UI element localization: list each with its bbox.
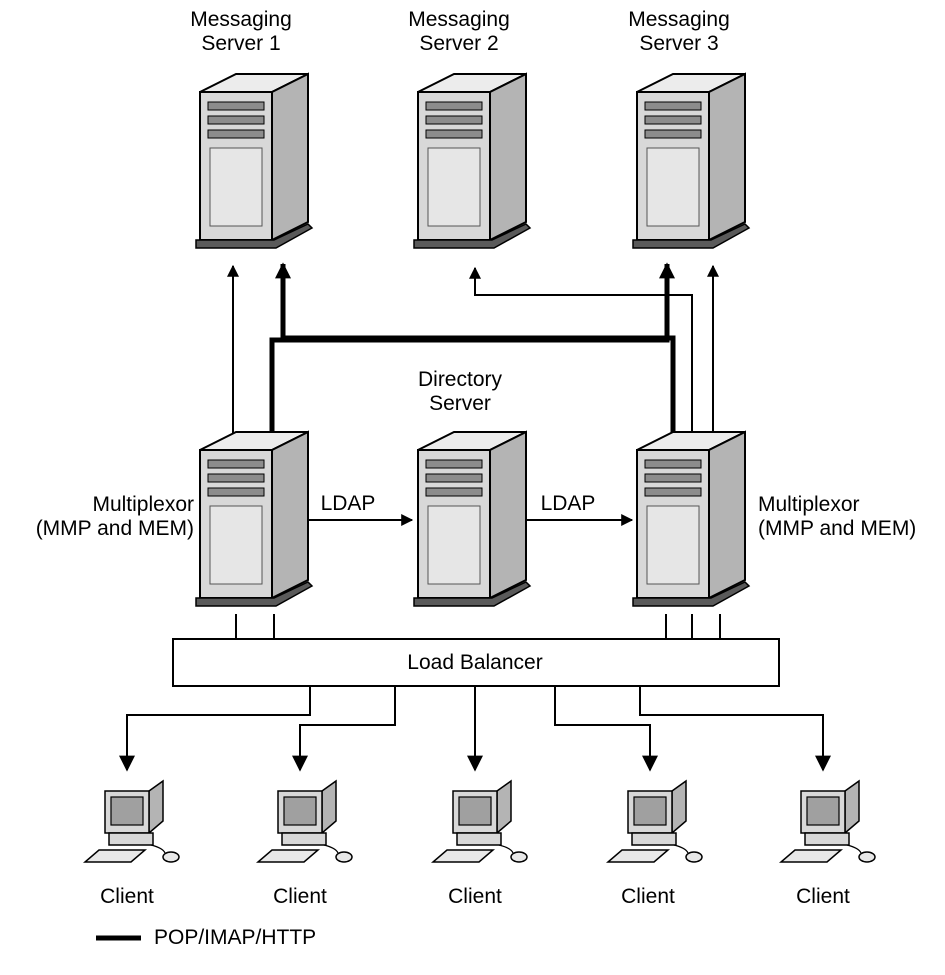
client-connections — [119, 682, 831, 772]
messaging-server-1-icon — [195, 72, 314, 249]
client-label: Client — [448, 885, 502, 908]
client-computer-icon — [430, 779, 528, 863]
multiplexor-left-icon — [195, 430, 314, 607]
servers-layer — [195, 72, 751, 607]
ldap-left-label: LDAP — [320, 492, 376, 515]
clients-layer — [82, 779, 876, 863]
directory-server-label: Directory Server — [405, 368, 515, 416]
messaging-server-2-icon — [413, 72, 532, 249]
label-line: Server 1 — [201, 32, 281, 55]
client-computer-icon — [778, 779, 876, 863]
directory-server-icon — [413, 430, 532, 607]
label-line: (MMP and MEM) — [758, 517, 917, 540]
load-balancer-box — [172, 638, 780, 687]
thin-connections — [227, 264, 719, 448]
client-computer-icon — [605, 779, 703, 863]
label-line: Server 3 — [639, 32, 719, 55]
client-label: Client — [100, 885, 154, 908]
label-line: Server 2 — [419, 32, 499, 55]
messaging-server-2-label: Messaging Server 2 — [404, 8, 514, 56]
multiplexor-right-label: Multiplexor (MMP and MEM) — [758, 493, 943, 541]
label-line: Directory — [417, 368, 502, 391]
client-label: Client — [621, 885, 675, 908]
label-line: Multiplexor — [92, 493, 194, 516]
client-computer-icon — [82, 779, 180, 863]
multiplexor-feet-lines — [235, 614, 721, 639]
label-line: Messaging — [190, 8, 292, 31]
label-line: Messaging — [628, 8, 730, 31]
label-line: Messaging — [408, 8, 510, 31]
client-label: Client — [796, 885, 850, 908]
multiplexor-left-label: Multiplexor (MMP and MEM) — [4, 493, 194, 541]
label-line: Server — [429, 392, 491, 415]
ldap-right-label: LDAP — [540, 492, 596, 515]
label-line: Multiplexor — [758, 493, 860, 516]
client-computer-icon — [255, 779, 353, 863]
client-label: Client — [273, 885, 327, 908]
messaging-server-3-label: Messaging Server 3 — [624, 8, 734, 56]
label-line: (MMP and MEM) — [35, 517, 194, 540]
thick-connections — [269, 262, 676, 448]
messaging-server-3-icon — [632, 72, 751, 249]
messaging-server-1-label: Messaging Server 1 — [186, 8, 296, 56]
load-balancer-label: Load Balancer — [407, 651, 543, 674]
multiplexor-right-icon — [632, 430, 751, 607]
legend-label: POP/IMAP/HTTP — [154, 926, 317, 949]
